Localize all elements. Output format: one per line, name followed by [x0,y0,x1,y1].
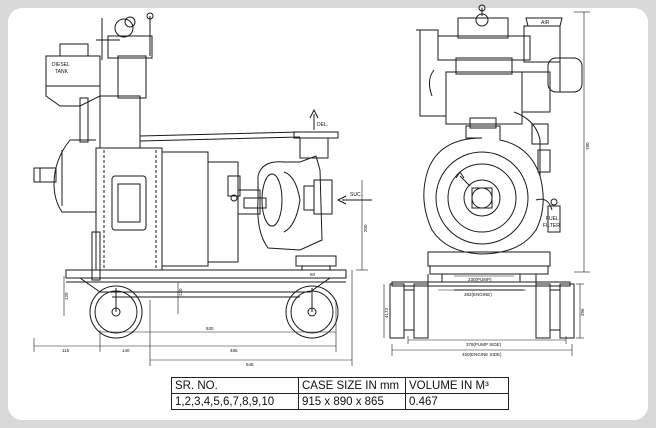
front-base [429,265,549,275]
dim-200: 200 [363,224,368,232]
header-case-size: CASE SIZE IN mm [298,377,406,394]
table-header-row: SR. NO. CASE SIZE IN mm VOLUME IN M³ [171,377,509,394]
front-view [383,4,590,356]
dim-545: 545 [246,362,254,367]
trolley-wheel-left [89,285,143,339]
side-dimensions [33,180,368,366]
diesel-tank-label: DIESEL [52,62,70,68]
diesel-tank-label-2: TANK [55,69,69,75]
dim-485: 485 [230,348,238,353]
engine-side-label: 450(ENGINE SIDE) [462,352,502,357]
pump-casing [243,131,339,270]
cell-case-size: 915 x 890 x 865 [298,393,406,410]
side-view [33,12,372,366]
pump-width-label: 230(PUMP) [468,277,492,282]
flywheel-housing [33,139,96,213]
front-dimensions [383,11,590,356]
fuel-filter-label-2: FILTER [543,223,560,229]
dim-120-left: 120 [64,292,69,300]
engine-front [416,4,583,233]
dim-140: 140 [122,348,130,353]
dim-60: 60 [310,272,316,277]
cell-volume: 0.467 [405,393,509,410]
specification-table: SR. NO. CASE SIZE IN mm VOLUME IN M³ 1,2… [171,377,509,410]
cell-sr-no: 1,2,3,4,5,6,7,8,9,10 [171,393,299,410]
dim-396: 396 [580,308,585,316]
pump-side-label: 378(PUMP SIDE) [466,342,502,347]
skid-base [65,269,347,279]
dim-4173: 4173 [384,307,389,318]
engine-width-label: 392(ENGINE) [464,292,492,297]
fuel-filter-label: FUEL [546,216,559,222]
dim-120-mid: 120 [178,288,183,296]
air-label: AIR [541,20,550,26]
diesel-tank [45,43,101,143]
header-sr-no: SR. NO. [171,377,299,394]
dim-115: 115 [62,348,70,353]
suction-label: SUC. [350,192,362,198]
engine-block [95,12,163,271]
delivery-label: DEL. [317,122,328,128]
pump-volute-front [423,117,544,255]
dim-780: 780 [585,142,590,150]
header-volume: VOLUME IN M³ [405,377,509,394]
coupling-guard [161,151,261,267]
table-row: 1,2,3,4,5,6,7,8,9,10 915 x 890 x 865 0.4… [171,393,509,410]
dim-630: 630 [206,326,214,331]
trolley-wheel-right [285,285,339,339]
